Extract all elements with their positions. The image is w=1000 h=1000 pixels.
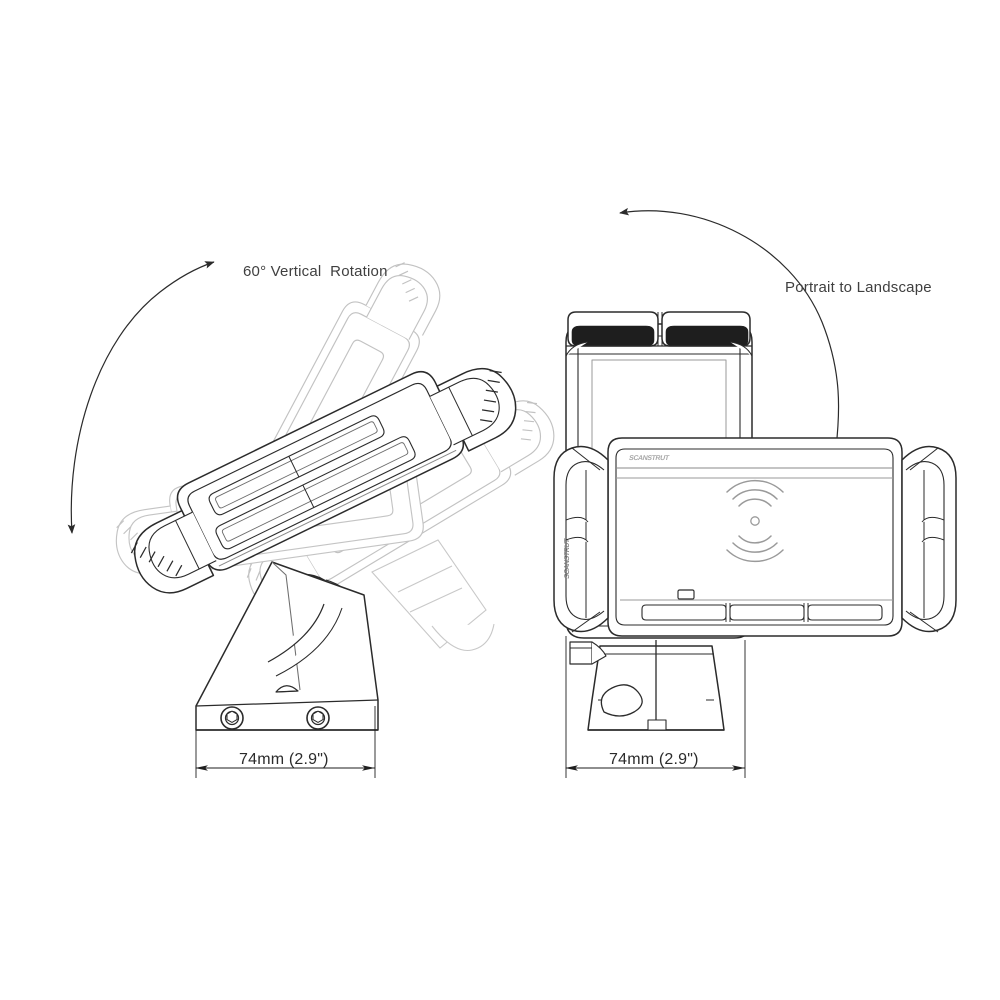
dimension-label-left: 74mm (2.9")	[239, 751, 329, 768]
rotation-arc-arrow-left	[67, 261, 215, 534]
pedestal-base-left	[195, 561, 379, 731]
label-portrait-to-landscape: Portrait to Landscape	[785, 279, 932, 296]
brand-logo-vertical: SCANSTRUT	[564, 538, 571, 580]
pedestal-base-right	[569, 640, 725, 731]
dimension-left	[195, 706, 376, 778]
dimension-label-right: 74mm (2.9")	[609, 751, 699, 768]
holder-main-left	[130, 368, 517, 594]
holder-landscape	[553, 437, 957, 637]
rotation-arc-arrow-right	[619, 207, 841, 449]
left-view-group	[67, 261, 555, 778]
dimension-right	[565, 636, 746, 778]
right-view-group	[553, 207, 957, 778]
label-vertical-rotation: 60° Vertical Rotation	[243, 263, 388, 280]
brand-logo-horizontal: SCANSTRUT	[628, 455, 670, 462]
holder-ghost-arm	[371, 539, 495, 652]
wireless-charging-icon	[726, 479, 784, 563]
